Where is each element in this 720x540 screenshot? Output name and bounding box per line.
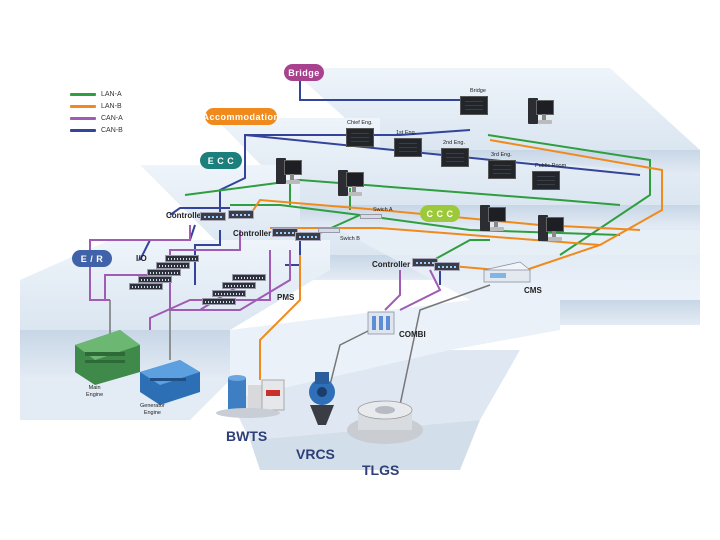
monitor-3rd-eng xyxy=(488,160,516,179)
network-legend: LAN-A LAN-B CAN-A CAN-B xyxy=(70,88,123,136)
controller-3b xyxy=(434,262,460,271)
pms-module xyxy=(212,290,246,297)
legend-label: CAN-A xyxy=(101,114,123,122)
pms-module xyxy=(222,282,256,289)
controller-label-2: Controller xyxy=(233,229,272,238)
legend-label: LAN-A xyxy=(101,90,122,98)
controller-1b xyxy=(228,210,254,219)
generator-engine xyxy=(140,360,200,405)
legend-item-can-b: CAN-B xyxy=(70,124,123,136)
pms-module xyxy=(232,274,266,281)
legend-label: LAN-B xyxy=(101,102,122,110)
lan-a-swatch xyxy=(70,92,96,96)
tlgs-label: TLGS xyxy=(362,462,400,478)
station-label-3rd-eng: 3rd Eng. xyxy=(491,152,512,158)
device-cables xyxy=(109,284,491,406)
station-label-chief-eng: Chief Eng. xyxy=(347,120,373,126)
main-engine xyxy=(75,330,140,385)
lan-b-swatch xyxy=(70,104,96,108)
monitor-bridge xyxy=(460,96,488,115)
pc-ecc-1 xyxy=(276,158,302,186)
legend-label: CAN-B xyxy=(101,126,123,134)
legend-item-can-a: CAN-A xyxy=(70,112,123,124)
legend-item-lan-b: LAN-B xyxy=(70,100,123,112)
bwts-label: BWTS xyxy=(226,428,268,444)
tlgs-sensor xyxy=(347,400,423,444)
zone-accommodation-badge: Accommodation xyxy=(203,108,279,125)
can-a-swatch xyxy=(70,116,96,120)
legend-item-lan-a: LAN-A xyxy=(70,88,123,100)
io-module xyxy=(147,269,181,276)
vrcs-valve xyxy=(309,372,335,425)
zone-er-badge: E / R xyxy=(72,250,112,267)
zone-ccc-badge: C C C xyxy=(420,205,460,222)
combi-module xyxy=(367,311,395,335)
switch-a-label: Swich A xyxy=(373,207,393,213)
switch-a xyxy=(360,214,382,219)
monitor-1st-eng xyxy=(394,138,422,157)
pms-label: PMS xyxy=(277,293,295,302)
generator-engine-label: Generator Engine xyxy=(140,403,165,417)
lan-b-wiring xyxy=(249,139,663,380)
io-module xyxy=(165,255,199,262)
controller-2b xyxy=(295,232,321,241)
switch-b xyxy=(318,228,340,233)
controller-label-1: Controller xyxy=(166,211,205,220)
pc-bridge xyxy=(528,98,554,126)
zone-ecc-badge: E C C xyxy=(200,152,242,169)
monitor-2nd-eng xyxy=(441,148,469,167)
station-label-bridge: Bridge xyxy=(470,88,486,94)
combi-label: COMBI xyxy=(399,330,426,339)
pc-ccc-2 xyxy=(538,215,564,243)
bwts-unit xyxy=(216,375,285,418)
station-label-1st-eng: 1st Eng. xyxy=(396,130,417,136)
controller-label-3: Controller xyxy=(372,260,411,269)
station-label-public-room: Public Room xyxy=(535,163,567,169)
monitor-chief-eng xyxy=(346,128,374,147)
io-module xyxy=(156,262,190,269)
controller-1a xyxy=(200,212,226,221)
pms-module xyxy=(202,298,236,305)
monitor-public-room xyxy=(532,171,560,190)
io-label: I/O xyxy=(136,254,147,263)
cms-label: CMS xyxy=(524,286,542,295)
pc-ccc-1 xyxy=(480,205,506,233)
zone-bridge-badge: Bridge xyxy=(284,64,324,81)
vrcs-label: VRCS xyxy=(296,446,335,462)
io-module xyxy=(138,276,172,283)
deck-lower xyxy=(230,300,560,470)
pc-ecc-2 xyxy=(338,170,364,198)
main-engine-label: Main Engine xyxy=(86,385,104,399)
can-b-swatch xyxy=(70,128,96,132)
switch-b-label: Swich B xyxy=(340,236,360,242)
io-module xyxy=(129,283,163,290)
station-label-2nd-eng: 2nd Eng. xyxy=(443,140,466,146)
cms-unit xyxy=(483,261,531,283)
